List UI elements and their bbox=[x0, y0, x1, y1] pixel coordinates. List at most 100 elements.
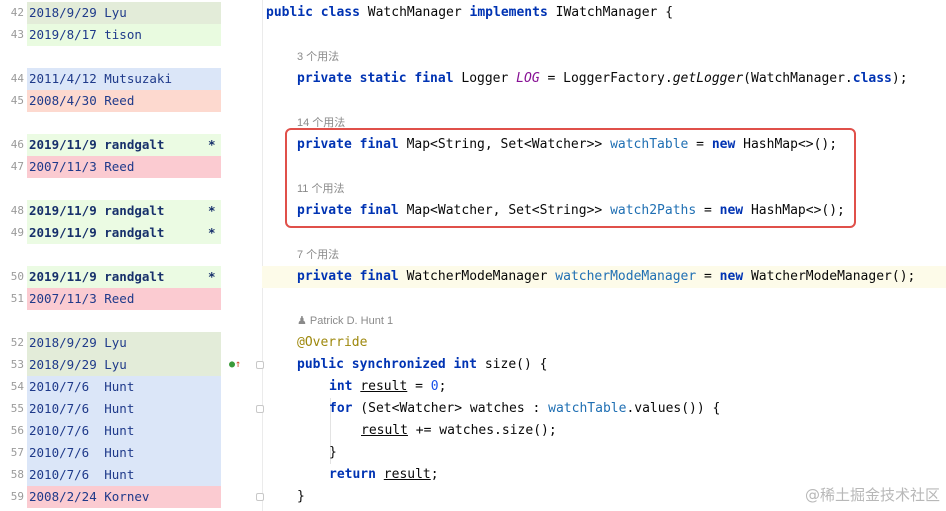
code-text: ; bbox=[438, 379, 447, 394]
blame-text: 2010/7/6 Hunt bbox=[29, 445, 135, 460]
blame-annotation[interactable]: 2018/9/29 Lyu bbox=[27, 2, 221, 24]
blame-text: 2008/2/24 Kornev bbox=[29, 489, 150, 504]
field-name: watcherModeManager bbox=[555, 269, 697, 284]
fold-marker[interactable] bbox=[256, 405, 264, 413]
fold-marker[interactable] bbox=[256, 361, 264, 369]
line-number: 44 bbox=[10, 72, 24, 85]
blame-annotation[interactable]: 2019/11/9 randgalt* bbox=[27, 134, 221, 156]
fold-marker[interactable] bbox=[256, 493, 264, 501]
code-line-accumulate[interactable]: result += watches.size(); bbox=[361, 420, 557, 442]
blame-annotation[interactable]: 2018/9/29 Lyu bbox=[27, 354, 221, 376]
code-text: (Set<Watcher> watches : bbox=[352, 401, 549, 416]
keyword: public bbox=[266, 5, 313, 20]
variable-name: result bbox=[360, 379, 408, 394]
code-line-size-signature[interactable]: public synchronized int size() { bbox=[297, 354, 547, 376]
code-line-class[interactable]: public class WatchManager implements IWa… bbox=[266, 2, 673, 24]
blame-annotation[interactable]: 2010/7/6 Hunt bbox=[27, 420, 221, 442]
blame-annotation[interactable]: 2010/7/6 Hunt bbox=[27, 398, 221, 420]
code-line-return[interactable]: return result; bbox=[329, 464, 439, 486]
blame-text: 2019/8/17 tison bbox=[29, 27, 142, 42]
keyword: private static final bbox=[297, 71, 454, 86]
usage-hint[interactable]: 7 个用法 bbox=[297, 249, 340, 261]
code-text: WatcherModeManager bbox=[398, 269, 556, 284]
current-line-highlight bbox=[262, 266, 946, 288]
usage-hint[interactable]: 3 个用法 bbox=[297, 51, 340, 63]
modified-star: * bbox=[208, 269, 216, 284]
blame-text: 2011/4/12 Mutsuzaki bbox=[29, 71, 172, 86]
blame-annotation[interactable]: 2019/11/9 randgalt* bbox=[27, 200, 221, 222]
person-icon: ♟ bbox=[297, 315, 310, 327]
blame-annotation[interactable]: 2019/11/9 randgalt* bbox=[27, 222, 221, 244]
code-text: Logger bbox=[453, 71, 517, 86]
blame-annotation[interactable]: 2011/4/12 Mutsuzaki bbox=[27, 68, 221, 90]
blame-text: 2019/11/9 randgalt bbox=[29, 269, 165, 284]
usage-hint[interactable]: 14 个用法 bbox=[297, 117, 346, 129]
line-number: 58 bbox=[10, 468, 24, 481]
blame-annotation[interactable]: 2007/11/3 Reed bbox=[27, 288, 221, 310]
blame-annotation[interactable]: 2018/9/29 Lyu bbox=[27, 332, 221, 354]
code-line-watch2paths[interactable]: private final Map<Watcher, Set<String>> … bbox=[297, 200, 845, 222]
usage-hint[interactable]: 11 个用法 bbox=[297, 183, 345, 195]
line-number: 50 bbox=[10, 270, 24, 283]
code-text: Map<String, Set<Watcher>> bbox=[398, 137, 611, 152]
keyword: new bbox=[719, 269, 744, 284]
code-text: HashMap<>(); bbox=[743, 203, 845, 218]
code-text: = bbox=[696, 269, 720, 284]
line-number: 52 bbox=[10, 336, 24, 349]
override-method-icon[interactable]: ●↑ bbox=[229, 359, 242, 370]
blame-annotation[interactable]: 2010/7/6 Hunt bbox=[27, 376, 221, 398]
watermark: @稀土掘金技术社区 bbox=[804, 486, 940, 504]
blame-text: 2018/9/29 Lyu bbox=[29, 335, 127, 350]
blame-text: 2008/4/30 Reed bbox=[29, 93, 135, 108]
code-line-log[interactable]: private static final Logger LOG = Logger… bbox=[297, 68, 908, 90]
keyword: new bbox=[711, 137, 736, 152]
code-line-close-method[interactable]: } bbox=[297, 489, 305, 504]
code-text: size() { bbox=[477, 357, 548, 372]
code-text: = bbox=[696, 203, 720, 218]
blame-annotation[interactable]: 2010/7/6 Hunt bbox=[27, 464, 221, 486]
code-line-for[interactable]: for (Set<Watcher> watches : watchTable.v… bbox=[329, 398, 720, 420]
keyword: int bbox=[329, 379, 353, 394]
author-hint[interactable]: ♟ Patrick D. Hunt 1 bbox=[297, 310, 393, 332]
highlight-box bbox=[285, 128, 856, 228]
blame-text: 2007/11/3 Reed bbox=[29, 291, 135, 306]
field-name: watch2Paths bbox=[610, 203, 697, 218]
modified-star: * bbox=[208, 203, 216, 218]
variable-name: result bbox=[383, 467, 431, 482]
blame-annotation[interactable]: 2019/11/9 randgalt * bbox=[27, 266, 221, 288]
blame-annotation[interactable]: 2007/11/3 Reed bbox=[27, 156, 221, 178]
keyword: for bbox=[329, 401, 353, 416]
code-line-mode-manager[interactable]: private final WatcherModeManager watcher… bbox=[297, 266, 915, 288]
blame-text: 2010/7/6 Hunt bbox=[29, 423, 135, 438]
code-text: .values()) { bbox=[626, 401, 721, 416]
blame-annotation[interactable]: 2008/4/30 Reed bbox=[27, 90, 221, 112]
blame-text: 2007/11/3 Reed bbox=[29, 159, 135, 174]
keyword: public synchronized int bbox=[297, 357, 478, 372]
indent-guide bbox=[330, 398, 331, 464]
keyword: return bbox=[329, 467, 376, 482]
blame-annotation[interactable]: 2019/8/17 tison bbox=[27, 24, 221, 46]
keyword: implements bbox=[469, 5, 548, 20]
modified-star: * bbox=[208, 225, 216, 240]
modified-star: * bbox=[208, 137, 216, 152]
code-text: ; bbox=[430, 467, 439, 482]
keyword: private final bbox=[297, 137, 399, 152]
code-line-close-for[interactable]: } bbox=[329, 445, 337, 460]
code-line-watch-table[interactable]: private final Map<String, Set<Watcher>> … bbox=[297, 134, 837, 156]
line-number: 43 bbox=[10, 28, 24, 41]
keyword: private final bbox=[297, 203, 399, 218]
line-number: 51 bbox=[10, 292, 24, 305]
blame-text: 2010/7/6 Hunt bbox=[29, 401, 135, 416]
blame-text: 2010/7/6 Hunt bbox=[29, 379, 135, 394]
line-number: 54 bbox=[10, 380, 24, 393]
code-line-result-init[interactable]: int result = 0; bbox=[329, 376, 446, 398]
blame-annotation[interactable]: 2008/2/24 Kornev bbox=[27, 486, 221, 508]
line-number: 49 bbox=[10, 226, 24, 239]
field-name: LOG bbox=[516, 71, 540, 86]
code-line-annotation[interactable]: @Override bbox=[297, 335, 368, 350]
blame-annotation[interactable]: 2010/7/6 Hunt bbox=[27, 442, 221, 464]
blame-text: 2010/7/6 Hunt bbox=[29, 467, 135, 482]
code-text: = bbox=[688, 137, 712, 152]
line-number: 56 bbox=[10, 424, 24, 437]
